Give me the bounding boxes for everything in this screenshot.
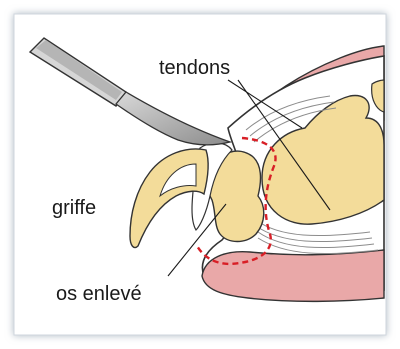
- tendons-label: tendons: [159, 57, 230, 79]
- claw-label: griffe: [52, 197, 96, 219]
- bone-removed-label: os enlevé: [56, 283, 142, 305]
- lower-pad: [202, 250, 384, 301]
